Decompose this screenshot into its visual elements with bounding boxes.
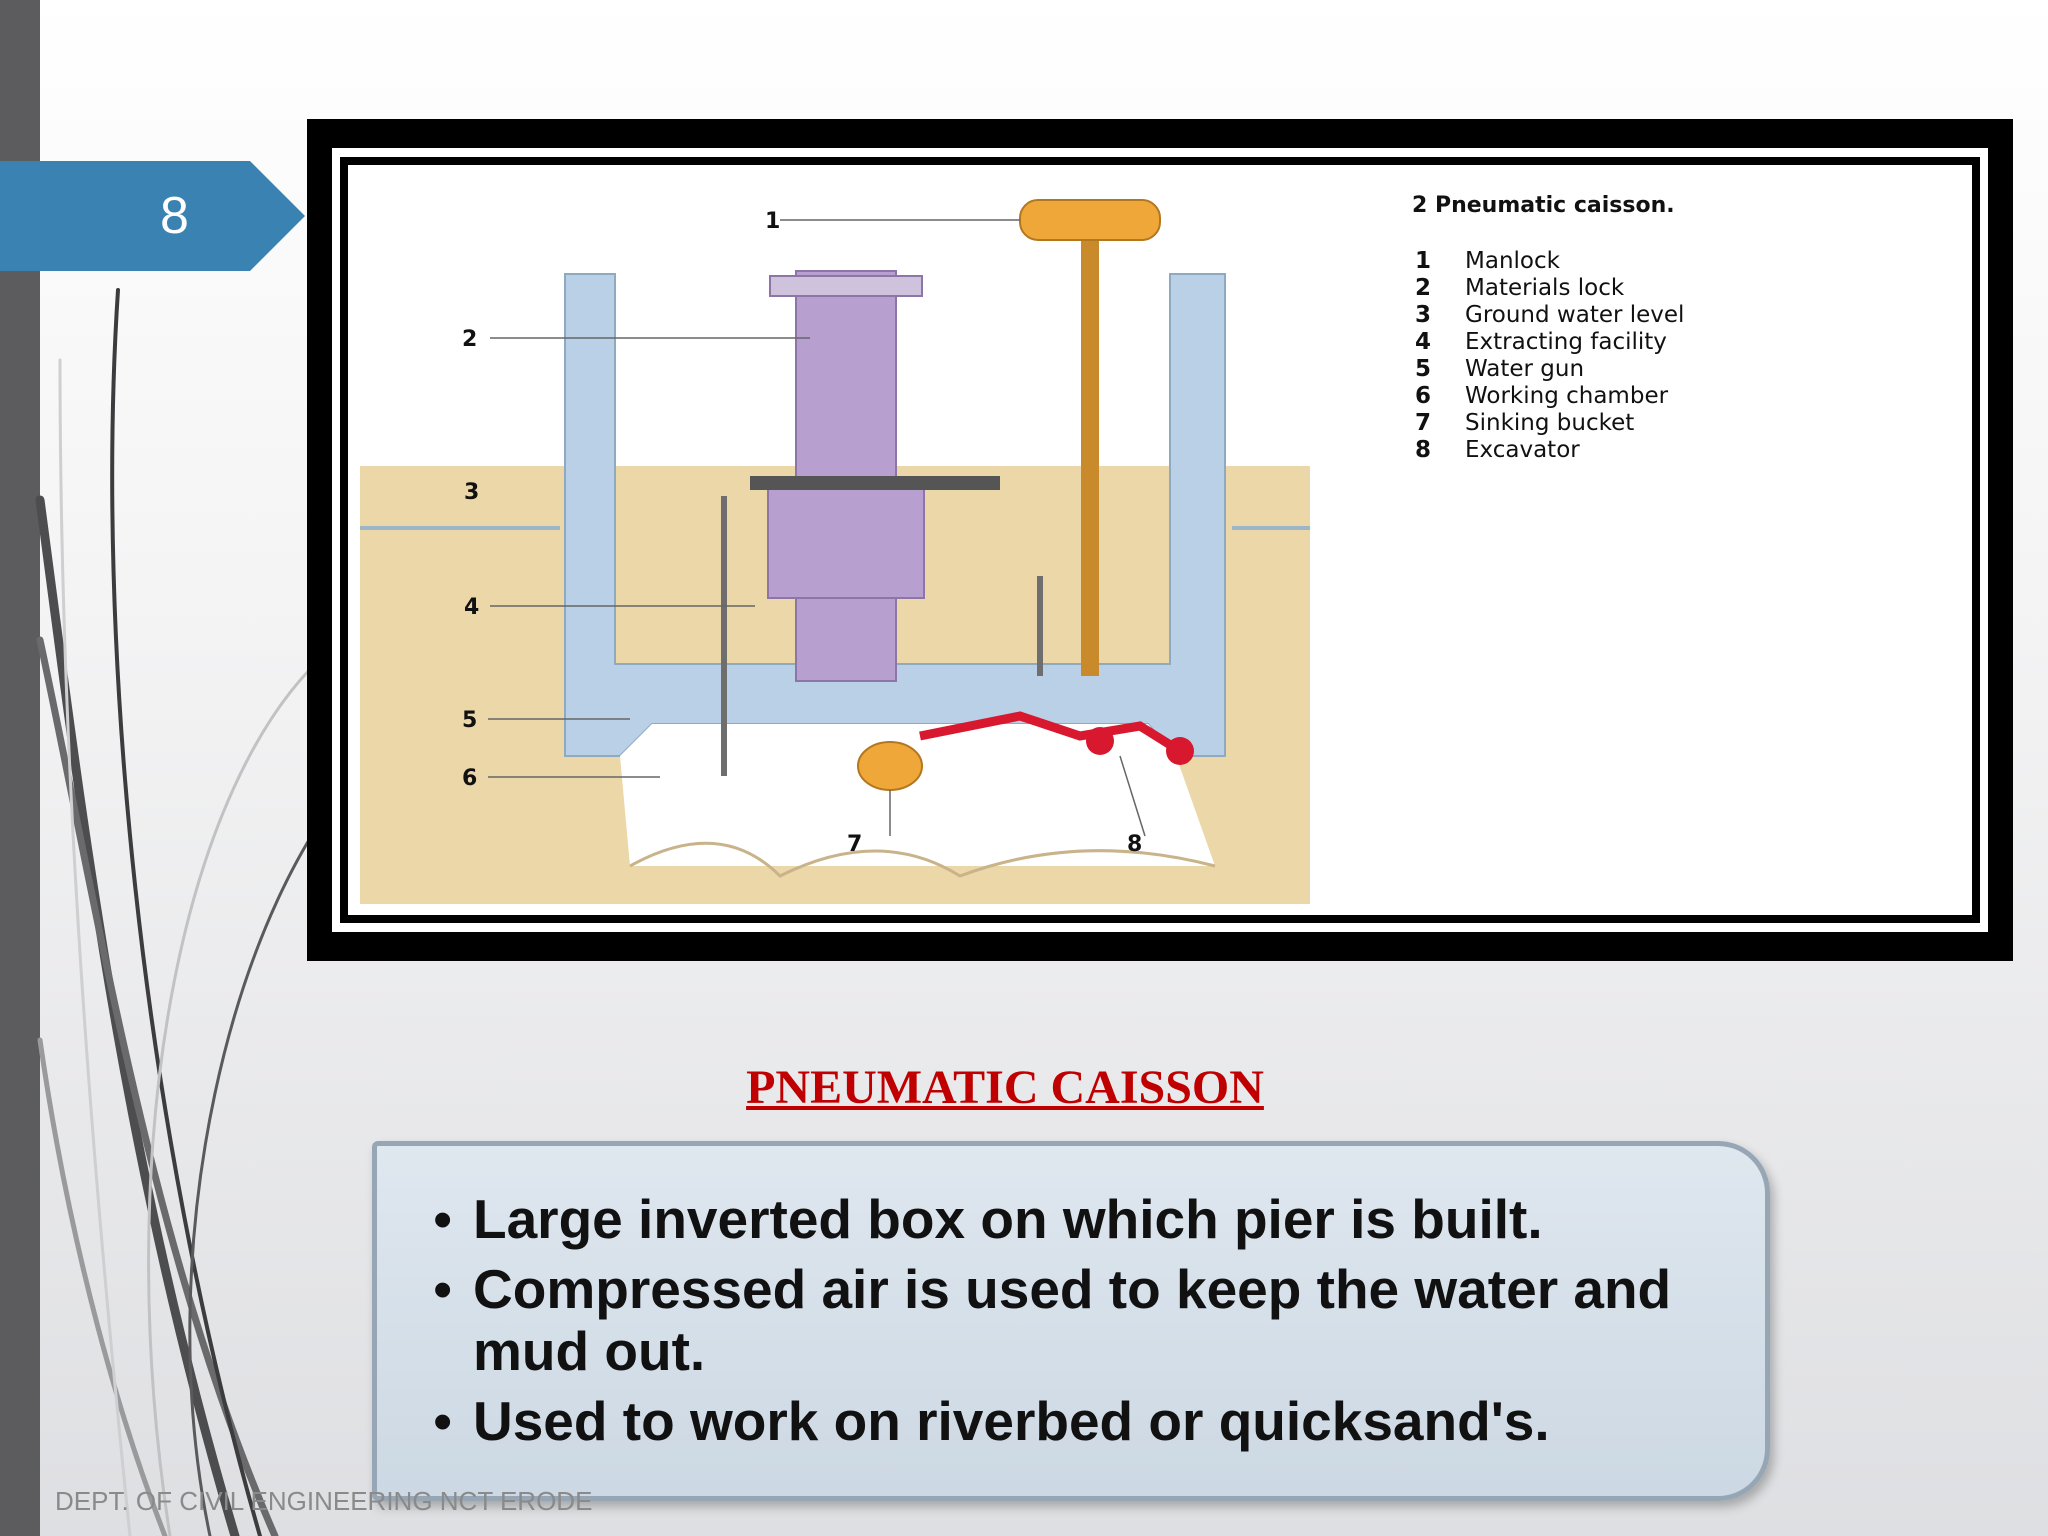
callout-3: 3: [464, 480, 479, 505]
legend-label-4: Extracting facility: [1465, 329, 1667, 355]
legend-num-4: 4: [1415, 329, 1431, 355]
legend-num-7: 7: [1415, 410, 1431, 436]
bullet-item: Used to work on riverbed or quicksand's.: [433, 1390, 1725, 1452]
footer-text: DEPT. OF CIVIL ENGINEERING NCT ERODE: [55, 1486, 593, 1516]
legend-num-6: 6: [1415, 383, 1431, 409]
excavator: [919, 711, 1183, 755]
legend-num-8: 8: [1415, 437, 1431, 463]
legend-num-1: 1: [1415, 248, 1431, 274]
shaft-flange: [769, 275, 923, 297]
legend-num-5: 5: [1415, 356, 1431, 382]
callout-5: 5: [462, 708, 477, 733]
excavator-head: [1086, 727, 1114, 755]
legend-num-2: 2: [1415, 275, 1431, 301]
legend-label-8: Excavator: [1465, 437, 1580, 463]
callout-2: 2: [462, 327, 477, 352]
callout-8: 8: [1127, 832, 1142, 857]
shaft-lock: [767, 477, 925, 599]
legend-label-1: Manlock: [1465, 248, 1561, 274]
slide-title: PNEUMATIC CAISSON: [746, 1061, 1264, 1114]
sinking-bucket: [857, 741, 923, 791]
shaft-platform: [750, 476, 1000, 490]
bullet-box: Large inverted box on which pier is buil…: [372, 1141, 1770, 1501]
legend-label-3: Ground water level: [1465, 302, 1684, 328]
pneumatic-caisson-diagram: 1 2 3 4 5 6 7 8 2 Pneumatic caisson. 1 M…: [360, 193, 1684, 904]
excavator-head-2: [1166, 737, 1194, 765]
legend-label-6: Working chamber: [1465, 383, 1669, 409]
bullet-item: Compressed air is used to keep the water…: [433, 1258, 1725, 1382]
callout-6: 6: [462, 766, 477, 791]
callout-1: 1: [765, 209, 780, 234]
slide-number-tab: [0, 161, 305, 271]
bullet-list: Large inverted box on which pier is buil…: [377, 1146, 1765, 1452]
legend-title: 2 Pneumatic caisson.: [1412, 193, 1675, 218]
callout-7: 7: [847, 832, 862, 857]
chamber-floor: [629, 841, 1216, 878]
legend-label-2: Materials lock: [1465, 275, 1625, 301]
working-chamber: [620, 724, 1215, 866]
legend-num-3: 3: [1415, 302, 1431, 328]
legend-label-5: Water gun: [1465, 356, 1584, 382]
callout-4: 4: [464, 595, 479, 620]
legend-label-7: Sinking bucket: [1465, 410, 1634, 436]
manlock: [1019, 199, 1161, 241]
bullet-item: Large inverted box on which pier is buil…: [433, 1188, 1725, 1250]
slide-number: 8: [160, 187, 189, 245]
